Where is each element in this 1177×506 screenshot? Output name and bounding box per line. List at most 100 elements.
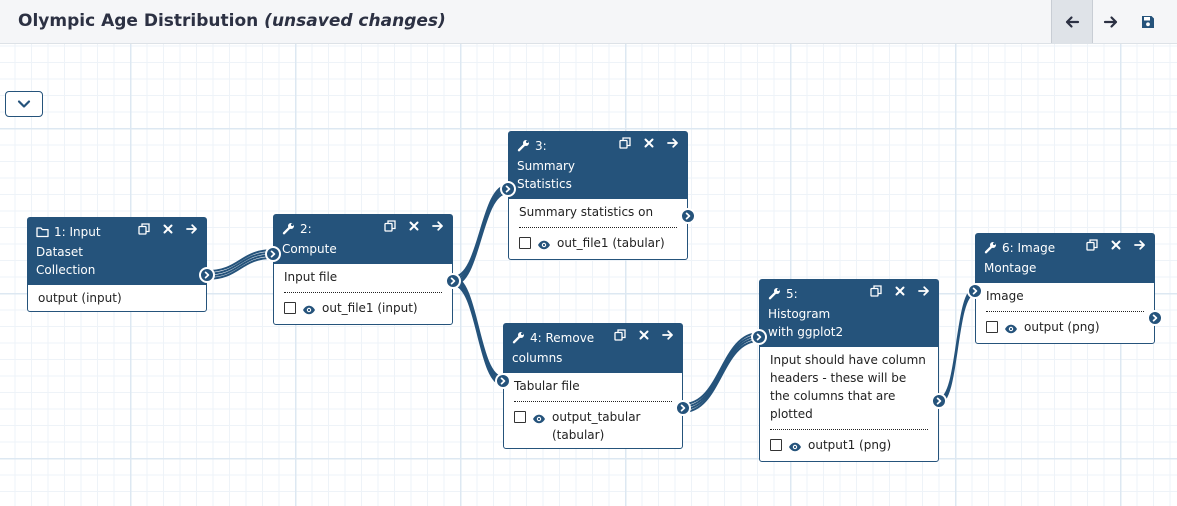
node-title: 2: Compute xyxy=(282,222,337,256)
save-icon xyxy=(1142,15,1154,28)
output-terminal[interactable] xyxy=(199,267,215,283)
input-label: Tabular file xyxy=(514,379,580,393)
output-terminal[interactable] xyxy=(445,273,461,289)
wrench-icon xyxy=(517,139,530,157)
connection-line xyxy=(206,251,274,275)
node-actions xyxy=(612,327,676,343)
eye-icon[interactable] xyxy=(302,302,316,320)
close-icon[interactable] xyxy=(406,218,422,234)
output-checkbox[interactable] xyxy=(986,321,998,333)
copy-icon[interactable] xyxy=(612,327,628,343)
node-output: output_tabular (tabular) xyxy=(504,408,682,448)
copy-icon[interactable] xyxy=(868,283,884,299)
output-label: out_file1 (input) xyxy=(322,301,418,315)
node-title: 1: Input Dataset Collection xyxy=(36,225,101,277)
connection-line xyxy=(682,332,760,406)
connection-line xyxy=(682,339,760,413)
arrow-left-icon xyxy=(1065,15,1080,28)
eye-icon[interactable] xyxy=(532,411,546,429)
output-terminal[interactable] xyxy=(680,208,696,224)
output-terminal[interactable] xyxy=(675,400,691,416)
input-terminal[interactable] xyxy=(751,329,767,345)
input-separator xyxy=(770,429,928,430)
connection-line xyxy=(452,283,504,386)
input-separator xyxy=(519,227,677,228)
node-input: Input file xyxy=(274,264,452,292)
node-header[interactable]: 1: Input Dataset Collection xyxy=(28,218,206,285)
node-title: 4: Remove columns xyxy=(512,331,595,365)
output-label: out_file1 (tabular) xyxy=(557,236,665,250)
output-terminal[interactable] xyxy=(1147,310,1163,326)
node-header[interactable]: 4: Remove columns xyxy=(504,324,682,373)
node-header[interactable]: 6: Image Montage xyxy=(976,234,1154,283)
arrow-right-icon[interactable] xyxy=(665,135,681,151)
eye-icon[interactable] xyxy=(537,237,551,255)
input-terminal[interactable] xyxy=(495,373,511,389)
undo-button[interactable] xyxy=(1051,0,1093,43)
close-icon[interactable] xyxy=(160,221,176,237)
node-header[interactable]: 5: Histogram with ggplot2 xyxy=(760,280,938,347)
output-checkbox[interactable] xyxy=(770,439,782,451)
arrow-right-icon[interactable] xyxy=(430,218,446,234)
connection-line xyxy=(682,334,760,408)
copy-icon[interactable] xyxy=(382,218,398,234)
node-header[interactable]: 3: Summary Statistics xyxy=(509,132,687,199)
input-label: Input file xyxy=(284,270,338,284)
node-output: out_file1 (tabular) xyxy=(509,234,687,259)
wrench-icon xyxy=(984,241,997,259)
input-terminal[interactable] xyxy=(967,283,983,299)
node-header[interactable]: 2: Compute xyxy=(274,215,452,264)
arrow-right-icon[interactable] xyxy=(184,221,200,237)
output-terminal[interactable] xyxy=(931,393,947,409)
arrow-right-icon[interactable] xyxy=(660,327,676,343)
input-label: Summary statistics on xyxy=(519,205,654,219)
output-checkbox[interactable] xyxy=(284,302,296,314)
eye-icon[interactable] xyxy=(1004,321,1018,339)
close-icon[interactable] xyxy=(892,283,908,299)
close-icon[interactable] xyxy=(636,327,652,343)
panel-toggle-button[interactable] xyxy=(5,91,43,117)
node-input: Image xyxy=(976,283,1154,311)
arrow-right-icon[interactable] xyxy=(916,283,932,299)
copy-icon[interactable] xyxy=(617,135,633,151)
workflow-canvas[interactable]: 1: Input Dataset Collection output (input… xyxy=(0,44,1177,506)
node-output: output (input) xyxy=(28,289,206,311)
copy-icon[interactable] xyxy=(136,221,152,237)
wrench-icon xyxy=(768,287,781,305)
node-output: out_file1 (input) xyxy=(274,299,452,324)
close-icon[interactable] xyxy=(1108,237,1124,253)
node-output: output (png) xyxy=(976,318,1154,343)
node-actions xyxy=(617,135,681,151)
redo-button[interactable] xyxy=(1091,0,1131,43)
connection-line xyxy=(206,256,274,280)
connection-line xyxy=(452,191,509,286)
node-title: 6: Image Montage xyxy=(984,241,1056,275)
folder-icon xyxy=(36,225,49,243)
arrow-right-icon[interactable] xyxy=(1132,237,1148,253)
output-label: output_tabular (tabular) xyxy=(552,410,641,442)
connection-line xyxy=(206,249,274,273)
node-actions xyxy=(868,283,932,299)
eye-icon[interactable] xyxy=(788,439,802,457)
arrow-right-icon xyxy=(1103,15,1118,28)
connection-line xyxy=(206,254,274,278)
copy-icon[interactable] xyxy=(1084,237,1100,253)
close-icon[interactable] xyxy=(641,135,657,151)
input-label: Input should have column headers - these… xyxy=(770,353,926,421)
workflow-node[interactable]: 1: Input Dataset Collection output (input… xyxy=(27,217,207,312)
save-button[interactable] xyxy=(1128,0,1168,43)
node-actions xyxy=(1084,237,1148,253)
input-separator xyxy=(514,401,672,402)
input-terminal[interactable] xyxy=(500,181,516,197)
output-checkbox[interactable] xyxy=(514,411,526,423)
output-checkbox[interactable] xyxy=(519,237,531,249)
node-input: Input should have column headers - these… xyxy=(760,347,938,429)
input-terminal[interactable] xyxy=(265,246,281,262)
input-separator xyxy=(986,311,1144,312)
chevron-down-icon xyxy=(17,100,31,108)
